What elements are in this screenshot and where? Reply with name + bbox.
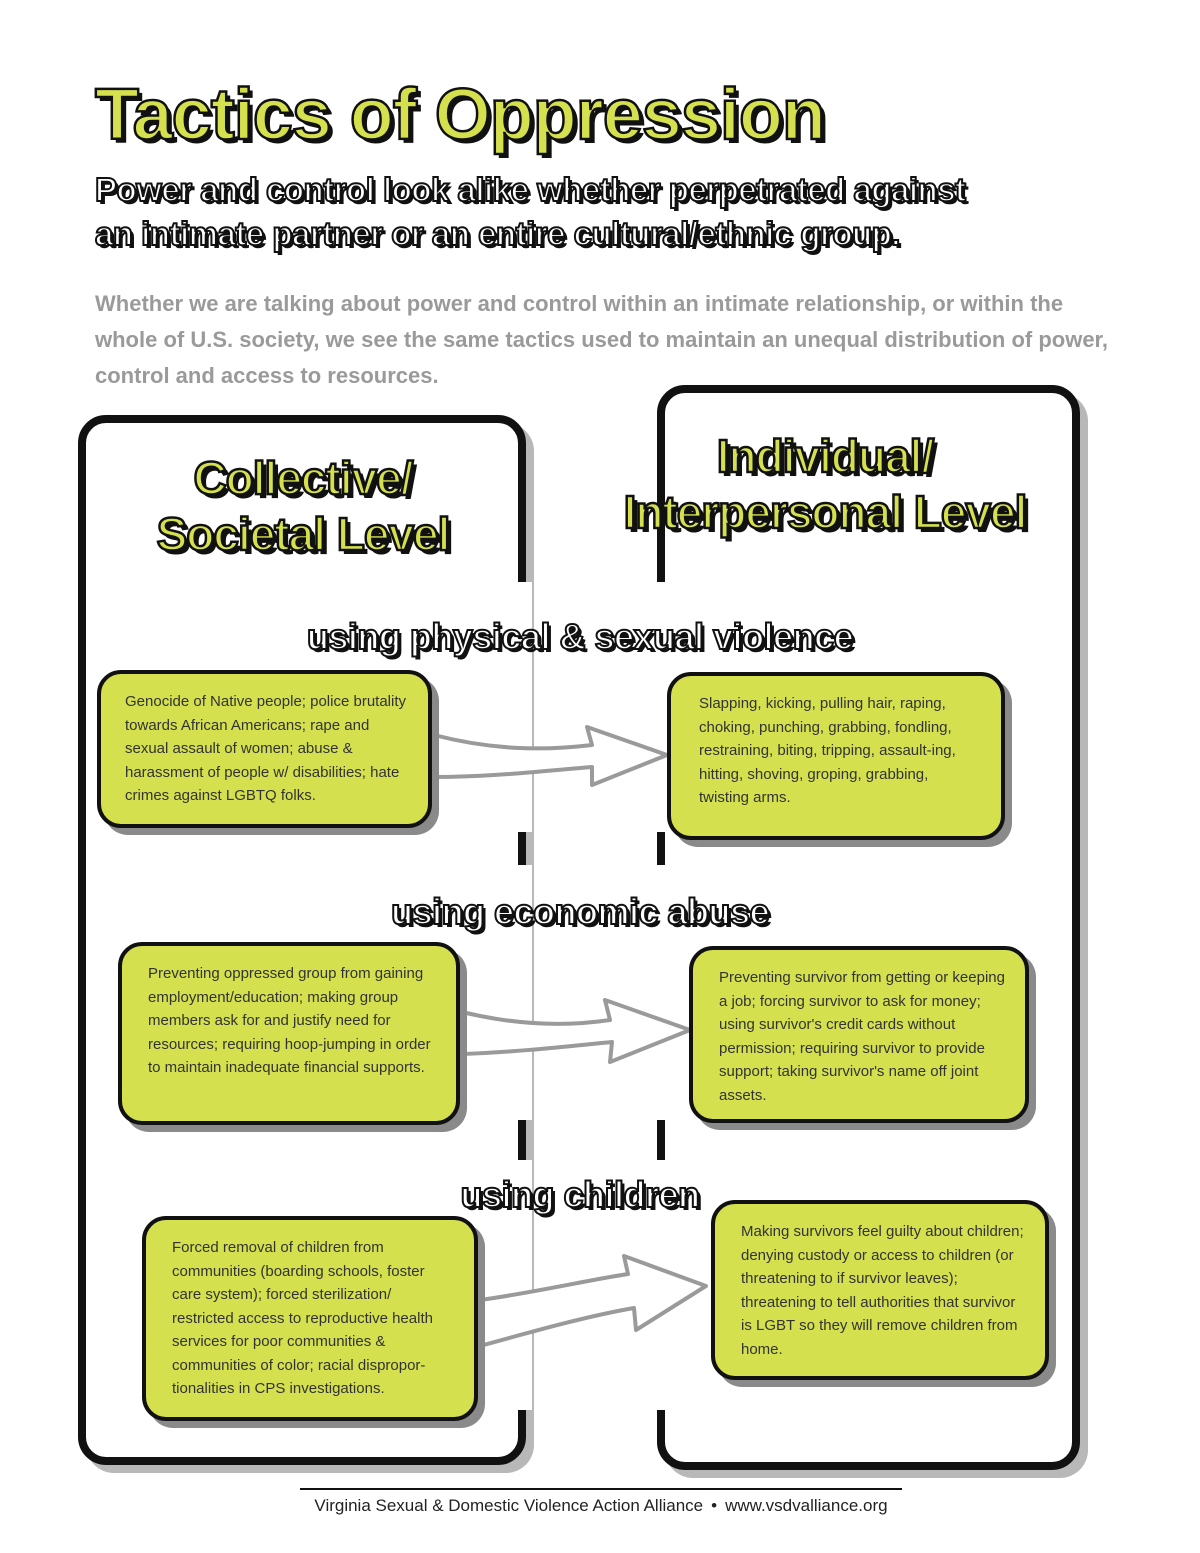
subtitle-line-1: Power and control look alike whether per…	[94, 170, 967, 209]
collective-using-children-box: Forced removal of children from communit…	[142, 1216, 478, 1421]
page-title: Tactics of Oppression	[94, 74, 827, 157]
collective-heading-line-1: Collective/	[192, 451, 415, 506]
category-label-economic-abuse: using economic abuse	[390, 890, 771, 933]
collective-physical-violence-box: Genocide of Native people; police brutal…	[97, 670, 432, 828]
individual-using-children-box: Making survivors feel guilty about child…	[711, 1200, 1049, 1380]
subtitle-line-2: an intimate partner or an entire cultura…	[94, 214, 901, 253]
frame-gap	[512, 865, 532, 1120]
arrow-right-icon	[461, 998, 692, 1064]
individual-heading-line-1: Individual/	[716, 429, 936, 484]
intro-paragraph: Whether we are talking about power and c…	[95, 291, 1109, 388]
individual-heading-line-2: Interpersonal Level	[622, 485, 1028, 540]
collective-heading-line-2: Societal Level	[155, 507, 451, 562]
individual-economic-abuse-box: Preventing survivor from getting or keep…	[689, 946, 1029, 1123]
footer: Virginia Sexual & Domestic Violence Acti…	[300, 1494, 902, 1518]
collective-economic-abuse-box: Preventing oppressed group from gaining …	[118, 942, 460, 1125]
individual-level-heading: Individual/ Interpersonal Level	[580, 428, 1070, 540]
page-subtitle: Power and control look alike whether per…	[94, 168, 1145, 256]
category-label-using-children: using children	[459, 1173, 701, 1216]
frame-gap	[651, 865, 671, 1120]
arrow-right-icon	[433, 725, 669, 787]
footer-bullet: •	[711, 1496, 718, 1515]
collective-level-heading: Collective/ Societal Level	[118, 450, 488, 562]
frame-gap	[512, 1160, 532, 1410]
arrow-right-icon	[479, 1254, 708, 1348]
individual-physical-violence-box: Slapping, kicking, pulling hair, raping,…	[667, 672, 1005, 840]
footer-divider	[300, 1488, 902, 1490]
category-label-physical-violence: using physical & sexual violence	[306, 615, 855, 658]
frame-gap	[651, 582, 671, 832]
footer-org-name: Virginia Sexual & Domestic Violence Acti…	[314, 1496, 704, 1515]
footer-website-link[interactable]: www.vsdvalliance.org	[725, 1496, 888, 1515]
